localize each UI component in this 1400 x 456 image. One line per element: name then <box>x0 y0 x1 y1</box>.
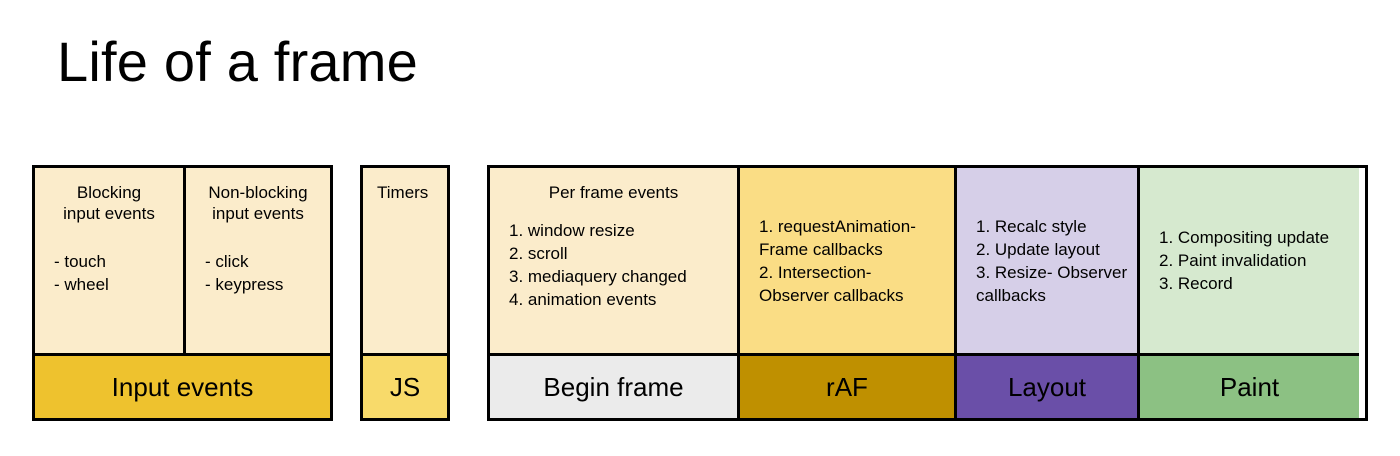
footer-js: JS <box>363 353 447 418</box>
begin-frame-body: Per frame events 1. window resize 2. scr… <box>490 168 737 353</box>
footer-raf: rAF <box>740 353 954 418</box>
list-item: - click <box>205 252 249 271</box>
column-timers: Timers JS <box>363 168 447 418</box>
non-blocking-input-events-list: - click - keypress <box>186 224 330 296</box>
list-item: - wheel <box>54 275 109 294</box>
page-title: Life of a frame <box>57 30 418 93</box>
per-frame-events-heading: Per frame events <box>548 183 679 202</box>
js-group: Timers JS <box>360 165 450 421</box>
per-frame-events-list: 1. window resize 2. scroll 3. mediaquery… <box>490 203 737 311</box>
layout-body: 1. Recalc style 2. Update layout 3. Resi… <box>957 168 1137 353</box>
column-begin-frame: Per frame events 1. window resize 2. scr… <box>490 168 737 418</box>
timers-heading-line1: Timers <box>377 183 429 202</box>
column-paint: 1. Compositing update 2. Paint invalidat… <box>1137 168 1359 418</box>
column-raf: 1. requestAnimation- Frame callbacks 2. … <box>737 168 954 418</box>
list-item: 2. Intersection- Observer callbacks <box>759 262 904 305</box>
non-blocking-heading: Non-blocking input events <box>186 168 330 224</box>
non-blocking-heading-line1: Non-blocking <box>208 183 308 202</box>
paint-body: 1. Compositing update 2. Paint invalidat… <box>1140 168 1359 353</box>
blocking-heading-line2: input events <box>63 204 155 223</box>
timers-heading: Timers <box>363 168 447 203</box>
list-item: 3. mediaquery changed <box>509 267 687 286</box>
non-blocking-heading-line2: input events <box>212 204 304 223</box>
list-item: - keypress <box>205 275 284 294</box>
blocking-heading-line1: Blocking <box>76 183 142 202</box>
paint-list: 1. Compositing update 2. Paint invalidat… <box>1140 168 1359 353</box>
list-item: 4. animation events <box>509 290 657 309</box>
list-item: 1. requestAnimation- Frame callbacks <box>759 216 916 259</box>
non-blocking-input-events-body: Non-blocking input events - click - keyp… <box>186 168 330 356</box>
list-item: 3. Resize- Observer callbacks <box>976 262 1128 305</box>
footer-paint: Paint <box>1140 353 1359 418</box>
list-item: 2. scroll <box>509 244 568 263</box>
list-item: 1. Recalc style <box>976 216 1087 236</box>
list-item: - touch <box>54 252 106 271</box>
timers-body: Timers <box>363 168 447 353</box>
input-events-group: Blocking input events - touch - wheel No… <box>32 165 333 421</box>
blocking-input-events-list: - touch - wheel <box>35 224 183 296</box>
footer-begin-frame: Begin frame <box>490 353 737 418</box>
blocking-input-events-body: Blocking input events - touch - wheel <box>35 168 183 356</box>
layout-list: 1. Recalc style 2. Update layout 3. Resi… <box>957 168 1137 353</box>
blocking-heading: Blocking input events <box>35 168 183 224</box>
list-item: 1. window resize <box>509 221 635 240</box>
list-item: 2. Update layout <box>976 239 1100 259</box>
footer-input-events: Input events <box>35 353 330 418</box>
column-blocking-input-events: Blocking input events - touch - wheel <box>35 168 183 356</box>
frame-pipeline-group: Per frame events 1. window resize 2. scr… <box>487 165 1368 421</box>
list-item: 1. Compositing update <box>1159 228 1330 247</box>
column-non-blocking-input-events: Non-blocking input events - click - keyp… <box>183 168 330 356</box>
raf-body: 1. requestAnimation- Frame callbacks 2. … <box>740 168 954 353</box>
raf-list: 1. requestAnimation- Frame callbacks 2. … <box>740 168 954 353</box>
footer-layout: Layout <box>957 353 1137 418</box>
list-item: 3. Record <box>1159 274 1233 293</box>
column-layout: 1. Recalc style 2. Update layout 3. Resi… <box>954 168 1137 418</box>
list-item: 2. Paint invalidation <box>1159 251 1307 270</box>
